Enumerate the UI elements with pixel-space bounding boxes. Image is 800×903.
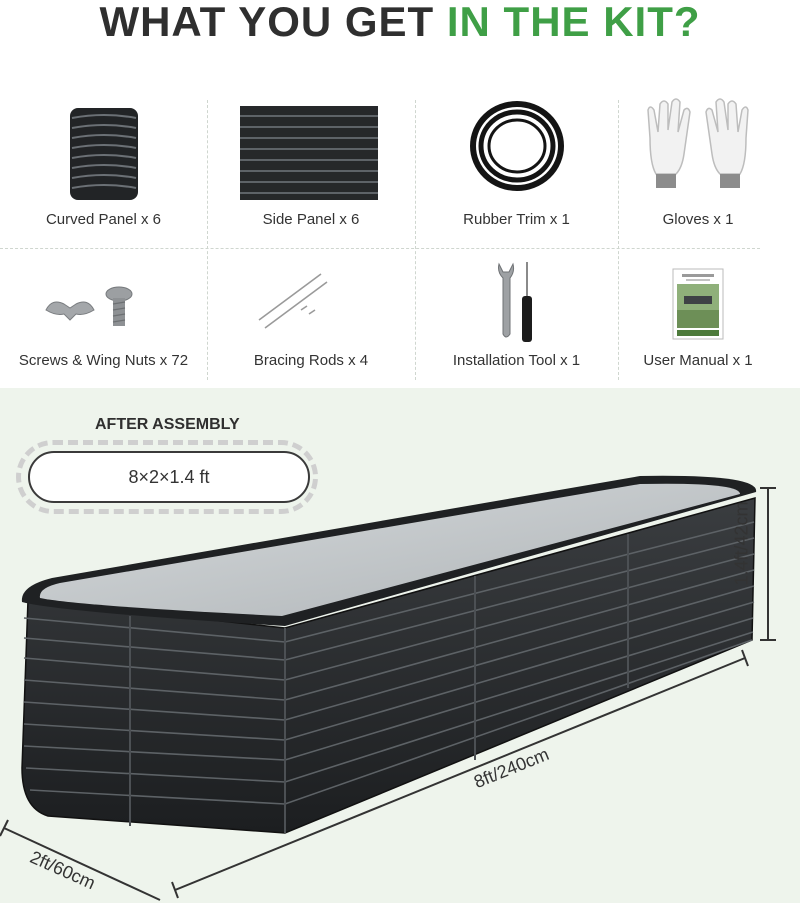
- title-part-green: IN THE KIT?: [446, 0, 701, 45]
- raised-bed-illustration: [0, 475, 776, 901]
- height-dimension-label: 1.4ft/42cm: [731, 501, 752, 586]
- grid-divider: [207, 100, 208, 380]
- size-badge: 8×2×1.4 ft: [28, 451, 310, 503]
- kit-item-curved-panel: Curved Panel x 6: [0, 72, 207, 248]
- bracing-rods-icon: [258, 273, 328, 329]
- size-badge-frame: [16, 440, 318, 514]
- kit-item-label: Rubber Trim x 1: [463, 211, 570, 228]
- after-assembly-heading: AFTER ASSEMBLY: [95, 416, 240, 433]
- kit-item-label: Installation Tool x 1: [452, 352, 581, 369]
- kit-grid: Curved Panel x 6 Side Panel x 6 Rubber T…: [0, 72, 800, 388]
- kit-item-bracing-rods: Bracing Rods x 4: [207, 248, 415, 388]
- installation-tool-icon: [498, 262, 532, 342]
- kit-item-rubber-trim: Rubber Trim x 1: [415, 72, 618, 248]
- kit-item-label: Curved Panel x 6: [45, 211, 162, 228]
- title-part-dark: WHAT YOU GET: [99, 0, 447, 45]
- side-panel-icon: [240, 106, 378, 200]
- user-manual-icon: [672, 268, 724, 340]
- after-assembly-section: AFTER ASSEMBLY 8×2×1.4 ft: [0, 388, 800, 903]
- kit-item-side-panel: Side Panel x 6: [207, 72, 415, 248]
- grid-divider: [0, 248, 760, 249]
- grid-divider: [618, 100, 619, 380]
- kit-item-installation-tool: Installation Tool x 1: [415, 248, 618, 388]
- grid-divider: [415, 100, 416, 380]
- screws-icon: [45, 286, 133, 326]
- kit-item-screws: Screws & Wing Nuts x 72: [0, 248, 207, 388]
- rubber-trim-icon: [470, 101, 564, 191]
- kit-item-label: Gloves x 1: [662, 211, 734, 228]
- kit-item-label: Bracing Rods x 4: [253, 352, 369, 369]
- curved-panel-icon: [70, 108, 138, 200]
- kit-item-label: Screws & Wing Nuts x 72: [18, 352, 189, 369]
- kit-item-label: User Manual x 1: [643, 352, 753, 369]
- kit-item-gloves: Gloves x 1: [618, 72, 778, 248]
- kit-item-label: Side Panel x 6: [262, 211, 360, 228]
- kit-item-user-manual: User Manual x 1: [618, 248, 778, 388]
- page-title: WHAT YOU GET IN THE KIT?: [0, 0, 800, 48]
- gloves-icon: [647, 98, 749, 188]
